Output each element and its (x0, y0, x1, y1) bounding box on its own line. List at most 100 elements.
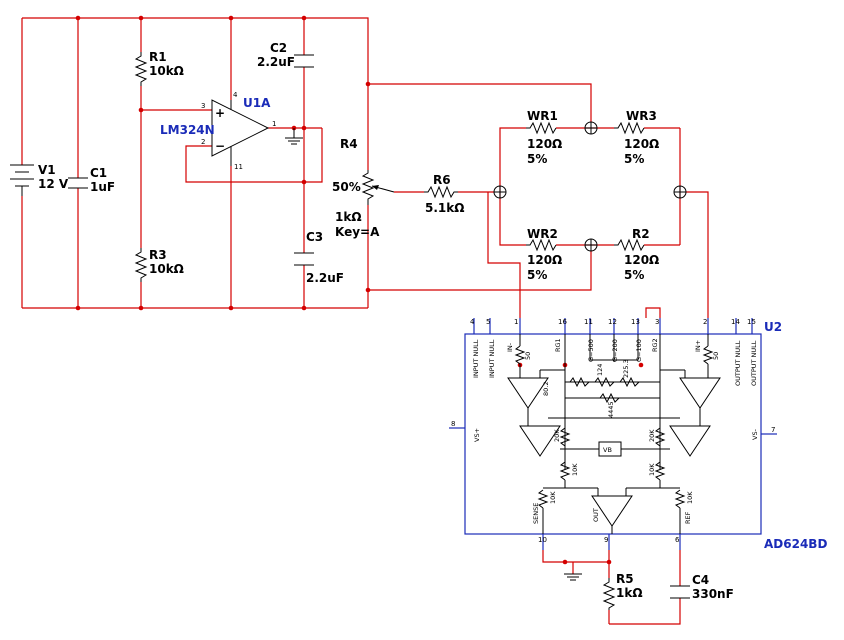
wr1-resistor (526, 121, 557, 135)
u2-r124-label: 124 (596, 364, 604, 376)
u2-ref: U2 (764, 320, 782, 334)
u1a-pin2: 2 (201, 138, 205, 146)
c2-value: 2.2uF (257, 55, 295, 69)
u1a-pin1: 1 (272, 120, 276, 128)
r5-ref: R5 (616, 572, 634, 586)
u2-g200-label: G=200 (611, 339, 619, 362)
u2-r50b-label: 50 (712, 352, 720, 360)
wr2-value: 120Ω (527, 253, 562, 267)
rg2-link-wire (645, 307, 661, 318)
u2-pin10: 10 (538, 536, 547, 544)
r2-tol: 5% (624, 268, 644, 282)
v1-ref: V1 (38, 163, 56, 177)
u1a-plus: + (215, 106, 225, 120)
r6-resistor (424, 185, 458, 199)
u2-pin7: 7 (771, 426, 775, 434)
r6-value: 5.1kΩ (425, 201, 464, 215)
u2-g100-label: G=100 (635, 339, 643, 362)
u1a-pin4: 4 (233, 91, 238, 99)
v1-battery (10, 164, 34, 196)
wr3-tol: 5% (624, 152, 644, 166)
u2-pin15: 15 (747, 318, 756, 326)
u2-vb-label: VB (603, 446, 612, 454)
u1a-pin11: 11 (234, 163, 243, 171)
u2-in-plus-label: IN+ (694, 340, 702, 352)
wr3-ref: WR3 (626, 109, 657, 123)
u2-input-null-1: INPUT NULL (472, 339, 480, 378)
u2-top-pins (473, 318, 753, 334)
u1a-opamp (211, 99, 270, 166)
r1-ref: R1 (149, 50, 167, 64)
u1a-part: LM324N (160, 123, 215, 137)
c2-capacitor (294, 54, 314, 68)
r6-ref: R6 (433, 173, 451, 187)
u2-pin11: 11 (584, 318, 593, 326)
u1a-ref: U1A (243, 96, 271, 110)
u2-r10ka-label: 10K (571, 463, 579, 476)
u2-pin4: 4 (470, 318, 475, 326)
u2-vs-minus-label: VS- (751, 428, 759, 440)
u2-internal-circuit (507, 334, 721, 534)
r3-resistor (134, 248, 148, 282)
u2-r20kb-label: 20K (648, 429, 656, 442)
c4-ref: C4 (692, 573, 709, 587)
v1-value: 12 V (38, 177, 69, 191)
r4-potentiometer (361, 170, 395, 205)
wr2-resistor (526, 238, 557, 252)
wr2-tol: 5% (527, 268, 547, 282)
r2-resistor (614, 238, 645, 252)
u2-g500-label: G=500 (587, 339, 595, 362)
c2-ref: C2 (270, 41, 287, 55)
wr3-resistor (614, 121, 645, 135)
ground-icon-2 (564, 573, 582, 581)
u2-ref-label: REF (684, 511, 692, 524)
probe-markers (493, 121, 687, 252)
r4-ref: R4 (340, 137, 358, 151)
u2-in-minus-label: IN- (506, 342, 514, 352)
u2-r80-label: 80.2 (542, 382, 550, 396)
u2-pin1: 1 (514, 318, 518, 326)
u2-r10kc-label: 10K (549, 491, 557, 504)
c1-ref: C1 (90, 166, 107, 180)
c3-value: 2.2uF (306, 271, 344, 285)
wr1-tol: 5% (527, 152, 547, 166)
u2-pin3: 3 (655, 318, 659, 326)
r4-value: 1kΩ (335, 210, 362, 224)
r3-ref: R3 (149, 248, 167, 262)
u2-output-null-1: OUTPUT NULL (734, 340, 742, 386)
u2-pin12: 12 (608, 318, 617, 326)
u2-r50a-label: 50 (524, 352, 532, 360)
u2-input-null-2: INPUT NULL (488, 339, 496, 378)
wr2-ref: WR2 (527, 227, 558, 241)
u2-r20ka-label: 20K (553, 429, 561, 442)
u2-out-label: OUT (592, 508, 600, 522)
u2-output-null-2: OUTPUT NULL (750, 340, 758, 386)
supply-wiring (21, 17, 369, 309)
c1-value: 1uF (90, 180, 115, 194)
u2-pin13: 13 (631, 318, 640, 326)
u2-rg2-label: RG2 (651, 338, 659, 352)
u2-pin8: 8 (451, 420, 455, 428)
c4-value: 330nF (692, 587, 734, 601)
u2-pin6: 6 (675, 536, 680, 544)
u2-r225-label: 225.3 (622, 359, 630, 378)
u2-r10kd-label: 10K (686, 491, 694, 504)
u1a-pin3: 3 (201, 102, 205, 110)
u1a-minus: − (215, 139, 225, 153)
u2-sense-label: SENSE (532, 503, 540, 524)
u2-part: AD624BD (764, 537, 827, 551)
c3-capacitor (294, 252, 314, 266)
u2-bottom-pins (542, 534, 681, 550)
wr1-ref: WR1 (527, 109, 558, 123)
wr3-value: 120Ω (624, 137, 659, 151)
u2-chip-body (464, 333, 762, 535)
r4-key: Key=A (335, 225, 380, 239)
ground-icon (285, 128, 303, 145)
c1-capacitor (68, 177, 88, 189)
c3-ref: C3 (306, 230, 323, 244)
r1-resistor (134, 52, 148, 86)
u2-rg1-label: RG1 (554, 338, 562, 352)
u2-pin9: 9 (604, 536, 608, 544)
output-wiring (542, 550, 681, 625)
